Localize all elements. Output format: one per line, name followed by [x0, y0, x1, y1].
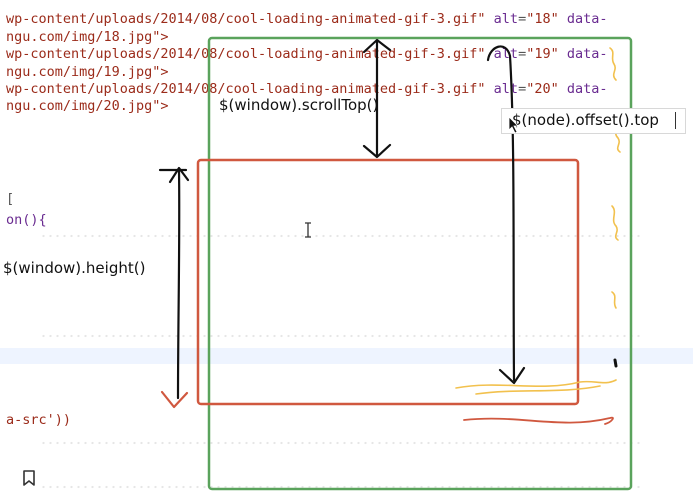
yellow-scribbles	[455, 47, 621, 395]
offset-top-label: $(node).offset().top	[512, 111, 659, 129]
code-token: ngu.com/img/19.jpg">	[6, 64, 169, 80]
code-token: data-	[558, 46, 608, 62]
code-token: =	[518, 46, 527, 62]
code-fragment-function: on(){	[6, 212, 47, 228]
arrow-pointer-icon	[508, 116, 519, 134]
code-token: data-	[558, 11, 608, 27]
code-token: ngu.com/img/20.jpg">	[6, 98, 169, 114]
ink-mark	[613, 358, 618, 368]
whitespace-dots	[40, 233, 640, 239]
code-token: =	[518, 81, 527, 97]
code-token: data-	[558, 81, 608, 97]
whitespace-dots	[40, 440, 640, 446]
code-token: "19"	[526, 46, 559, 62]
code-token: =	[518, 11, 527, 27]
code-token: wp-content/uploads/2014/08/cool-loading-…	[6, 81, 486, 97]
code-line: wp-content/uploads/2014/08/cool-loading-…	[6, 11, 608, 28]
code-line: ngu.com/img/20.jpg">	[6, 98, 169, 115]
scroll-top-label: $(window).scrollTop()	[219, 96, 379, 114]
window-height-arrow	[158, 166, 190, 409]
document-box	[207, 36, 633, 491]
red-scribble	[463, 416, 614, 425]
whitespace-dots	[40, 484, 640, 490]
current-line-highlight	[0, 348, 693, 364]
whitespace-dots	[40, 333, 640, 339]
code-fragment-src: a-src'))	[6, 412, 72, 428]
scroll-top-arrow	[362, 38, 392, 159]
offset-top-text-box[interactable]: $(node).offset().top	[501, 108, 686, 134]
code-token: wp-content/uploads/2014/08/cool-loading-…	[6, 11, 486, 27]
i-beam-cursor-icon	[305, 222, 311, 238]
code-token: alt	[485, 46, 519, 62]
code-fragment-bracket: [	[6, 191, 15, 207]
gutter-edge	[0, 0, 4, 500]
code-line: ngu.com/img/18.jpg">	[6, 29, 169, 46]
code-line: ngu.com/img/19.jpg">	[6, 64, 169, 81]
offset-top-arrow	[486, 45, 526, 385]
code-token: "20"	[526, 81, 559, 97]
viewport-box	[196, 158, 580, 406]
code-token: ngu.com/img/18.jpg">	[6, 29, 169, 45]
text-caret	[675, 112, 676, 129]
window-height-label: $(window).height()	[3, 259, 146, 277]
code-token: alt	[485, 11, 519, 27]
bookmark-icon[interactable]	[22, 470, 36, 486]
code-token: "18"	[526, 11, 559, 27]
